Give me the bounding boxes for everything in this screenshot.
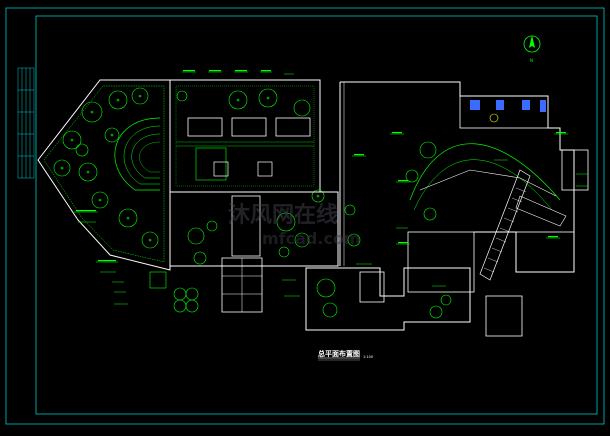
tree-symbols-left — [53, 87, 159, 249]
watermark: 沐风网在线 mfcad.com — [228, 202, 361, 248]
right-building — [339, 81, 589, 337]
bottom-annex — [305, 267, 471, 331]
watermark-main: 沐风网在线 — [228, 202, 338, 228]
watermark-sub: mfcad.com — [262, 229, 361, 248]
tree-symbols-top — [176, 88, 325, 203]
lower-plaza — [149, 191, 339, 313]
drawing-title-block: 总平面布置图 1:100 — [318, 349, 373, 361]
central-pavilion — [169, 79, 321, 193]
title-block-strip — [17, 67, 35, 179]
north-arrow-icon: N — [523, 35, 541, 63]
drawing-title: 总平面布置图 — [318, 349, 360, 358]
annotation-leaders — [74, 71, 588, 305]
drawing-scale: 1:100 — [363, 355, 373, 359]
inner-frame — [35, 15, 598, 415]
north-label: N — [530, 58, 533, 63]
outer-frame — [5, 7, 605, 425]
left-garden-zone — [37, 79, 171, 271]
annotation-tick-marks — [76, 70, 566, 262]
